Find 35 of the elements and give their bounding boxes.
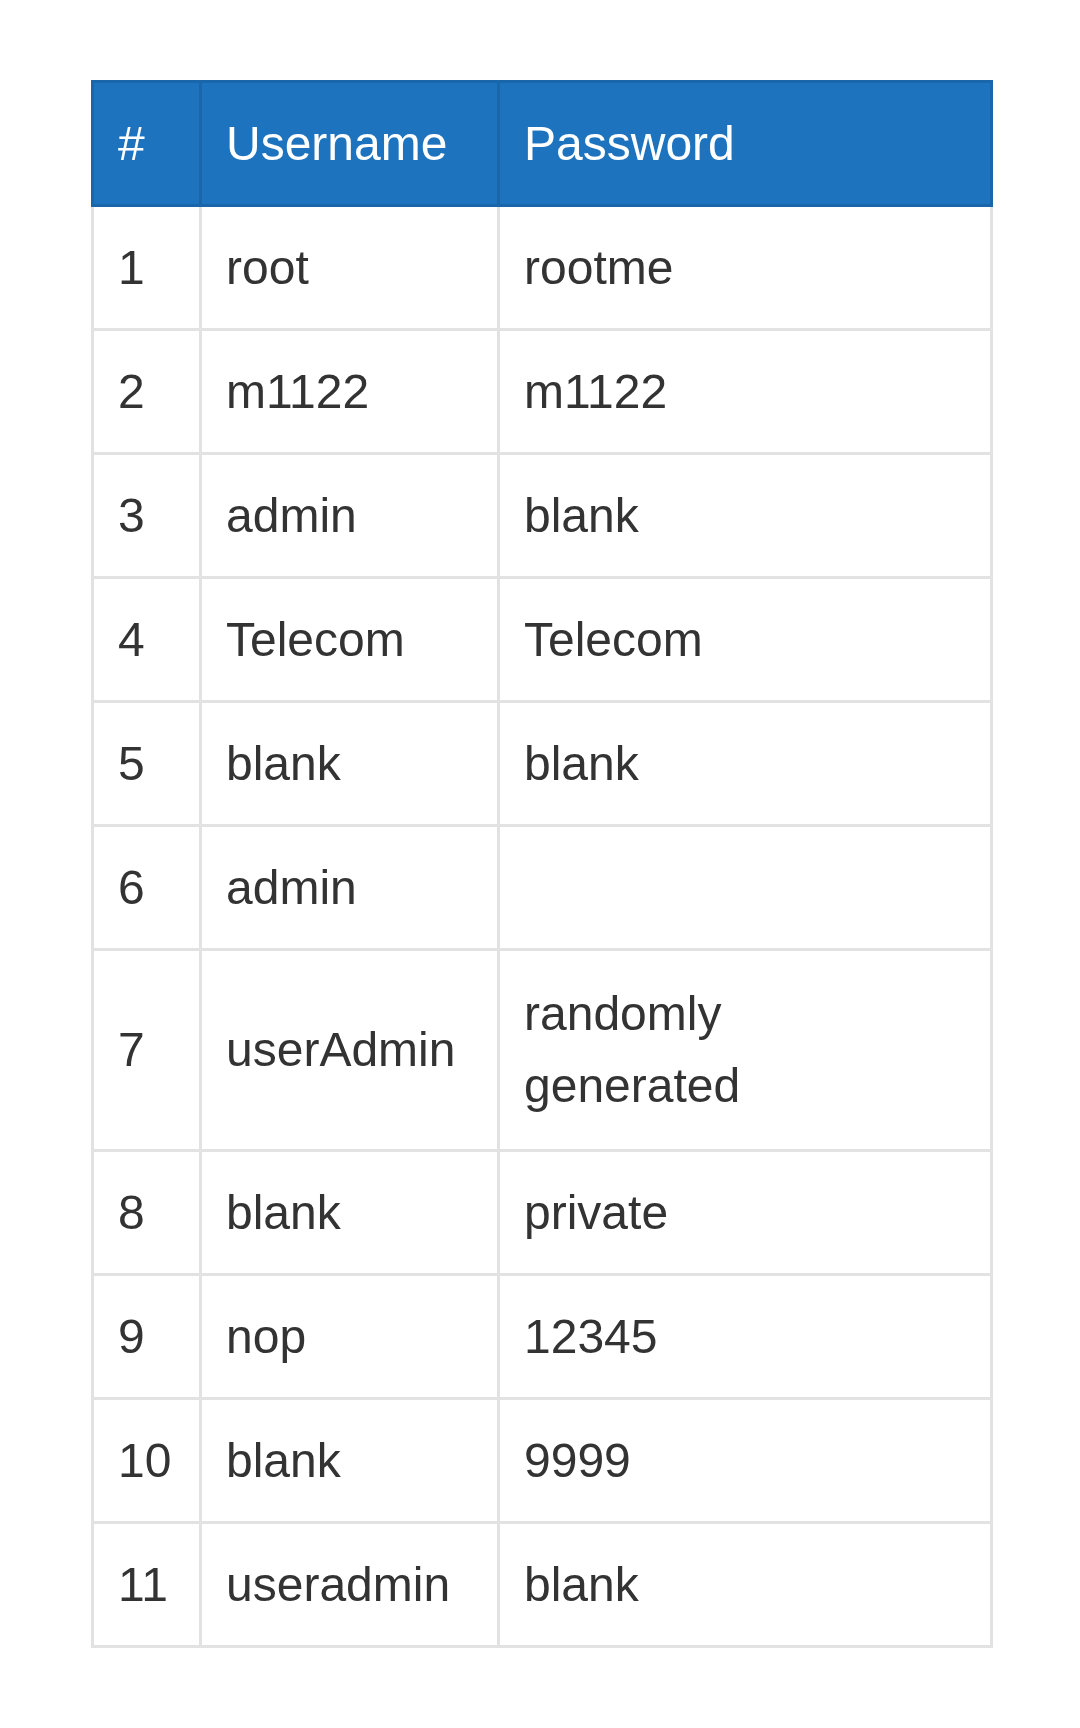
table-cell: 8 [92, 1150, 201, 1275]
table-cell: 1 [92, 205, 201, 330]
table-cell: Telecom [200, 577, 499, 702]
table-cell: blank [200, 1150, 499, 1275]
table-cell: 3 [92, 453, 201, 578]
table-cell: admin [200, 825, 499, 950]
table-cell: randomly generated [498, 949, 992, 1151]
table-cell: 9999 [498, 1398, 992, 1523]
table-cell: m1122 [498, 329, 992, 454]
table-cell: Telecom [498, 577, 992, 702]
column-header: # [92, 81, 201, 206]
table-cell: 11 [92, 1522, 201, 1647]
table-cell: rootme [498, 205, 992, 330]
table-cell: useradmin [200, 1522, 499, 1647]
table-cell: m1122 [200, 329, 499, 454]
table-cell: blank [200, 701, 499, 826]
column-header: Username [200, 81, 499, 206]
table-cell: blank [498, 453, 992, 578]
table-cell: 4 [92, 577, 201, 702]
table-cell: 2 [92, 329, 201, 454]
column-header: Password [498, 81, 992, 206]
table-cell: 7 [92, 949, 201, 1151]
table-cell: 5 [92, 701, 201, 826]
table-cell: root [200, 205, 499, 330]
table-cell: 9 [92, 1274, 201, 1399]
table-cell: admin [200, 453, 499, 578]
table-cell: blank [498, 701, 992, 826]
table-cell: 12345 [498, 1274, 992, 1399]
table-cell: 10 [92, 1398, 201, 1523]
table-cell: userAdmin [200, 949, 499, 1151]
table-cell: private [498, 1150, 992, 1275]
table-cell: 6 [92, 825, 201, 950]
table-cell: blank [200, 1398, 499, 1523]
table-cell: nop [200, 1274, 499, 1399]
table-cell: blank [498, 1522, 992, 1647]
